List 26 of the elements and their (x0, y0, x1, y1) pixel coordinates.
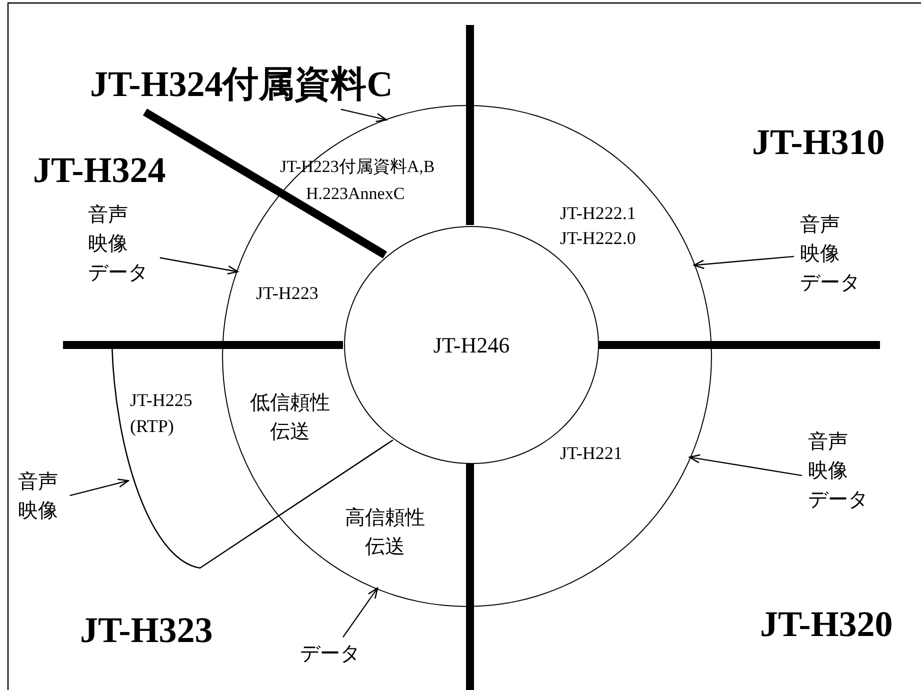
media-label: 音声映像データ (88, 201, 148, 286)
arrow (70, 478, 129, 496)
arrow (693, 256, 794, 269)
standard-label: JT-H222.1 (560, 203, 636, 224)
outer-ring (222, 105, 712, 607)
annex-heading: JT-H324付属資料C (90, 64, 393, 106)
standard-label: JT-H246 (433, 332, 510, 358)
arrow (340, 108, 388, 122)
media-label: 音声映像 (18, 468, 58, 524)
region-label: 低信頼性伝送 (250, 389, 330, 445)
standard-label: JT-H222.0 (560, 228, 636, 249)
standard-title: JT-H323 (80, 610, 213, 652)
media-label: 音声映像データ (808, 428, 868, 513)
standard-label: H.223AnnexC (306, 184, 405, 204)
arrow (160, 257, 238, 275)
media-label: 音声映像データ (800, 211, 860, 296)
arrow (688, 454, 802, 476)
standard-label: JT-H221 (560, 443, 622, 464)
standard-label: JT-H223 (256, 283, 318, 304)
standard-title: JT-H324 (33, 150, 166, 192)
standard-label: JT-H225 (RTP) (130, 389, 192, 438)
region-label: 高信頼性伝送 (345, 504, 425, 560)
arrow (342, 587, 378, 638)
media-label: データ (300, 642, 360, 665)
standard-title: JT-H320 (760, 604, 893, 646)
standard-title: JT-H310 (752, 122, 885, 164)
